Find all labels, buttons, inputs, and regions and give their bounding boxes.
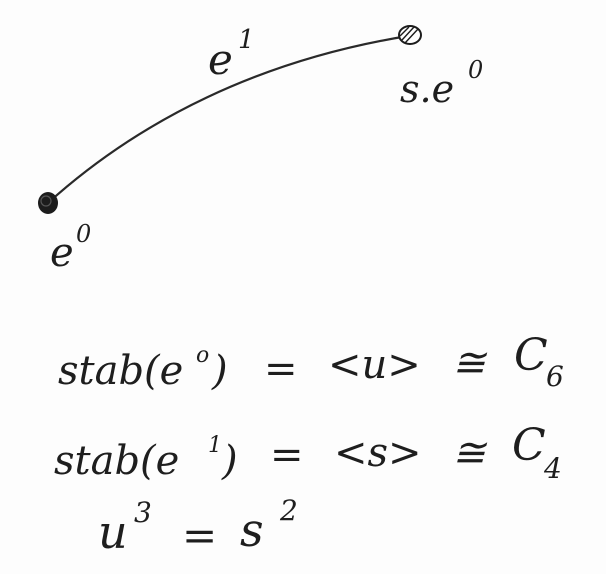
eq1-rhs: <u> bbox=[328, 342, 421, 388]
eq1-iso: ≅ bbox=[452, 340, 488, 386]
vertex-right-superscript: 0 bbox=[468, 56, 483, 84]
eq2-rhs: <s> bbox=[334, 430, 422, 476]
eq2-iso: ≅ bbox=[452, 430, 488, 476]
eq1-equals: = bbox=[264, 346, 298, 392]
eq1-lhs: stab(e bbox=[58, 348, 183, 394]
vertex-s-e0 bbox=[398, 25, 422, 45]
eq3-lhs: u bbox=[98, 505, 128, 559]
eq3-equals: = bbox=[182, 511, 217, 560]
edge-e1 bbox=[46, 34, 410, 205]
vertex-left-label: e bbox=[50, 230, 74, 276]
equation-line-2: stab(e 1 ) = <s> ≅ C 4 bbox=[54, 420, 562, 485]
eq1-lhs-close: ) bbox=[211, 348, 228, 394]
eq2-lhs-close: ) bbox=[221, 438, 238, 484]
eq2-group-subscript: 4 bbox=[543, 452, 562, 485]
vertex-right-label: s.e bbox=[400, 67, 454, 111]
equation-line-3: u 3 = s 2 bbox=[98, 494, 298, 560]
eq2-equals: = bbox=[270, 432, 304, 478]
edge-label-superscript: 1 bbox=[238, 25, 255, 55]
eq2-lhs-superscript: 1 bbox=[208, 433, 222, 458]
eq1-group-subscript: 6 bbox=[546, 360, 564, 393]
eq3-lhs-superscript: 3 bbox=[134, 496, 152, 529]
vertex-left-superscript: 0 bbox=[76, 220, 91, 248]
equation-line-1: stab(e o ) = <u> ≅ C 6 bbox=[58, 330, 564, 394]
eq1-group: C bbox=[514, 330, 548, 381]
eq1-lhs-superscript: o bbox=[196, 343, 209, 368]
edge-label: e bbox=[208, 35, 233, 84]
eq2-group: C bbox=[512, 420, 546, 471]
vertex-e0 bbox=[38, 192, 58, 214]
eq2-lhs: stab(e bbox=[54, 438, 179, 484]
eq3-rhs-superscript: 2 bbox=[279, 494, 298, 527]
eq3-rhs: s bbox=[240, 503, 264, 557]
